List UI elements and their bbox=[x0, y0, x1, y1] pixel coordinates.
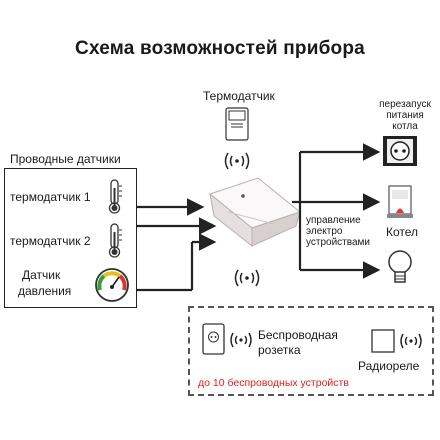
thermometer-icon bbox=[108, 179, 122, 214]
control-label-3: устройствами bbox=[306, 237, 370, 248]
pressure-sensor-label-2: давления bbox=[18, 284, 72, 298]
main-device bbox=[208, 177, 302, 248]
wired-sensors-box bbox=[4, 168, 137, 308]
wireless-devices-box bbox=[188, 306, 434, 396]
restart-label-3: котла bbox=[392, 121, 418, 132]
wifi-signal-icon bbox=[234, 269, 260, 287]
thermosensor-device bbox=[225, 107, 249, 141]
thermosensor-2-label: термодатчик 2 bbox=[10, 234, 91, 248]
wireless-socket-icon bbox=[202, 323, 225, 355]
pressure-gauge-icon bbox=[95, 268, 129, 302]
radio-relay-label: Радиореле bbox=[358, 359, 420, 373]
wifi-signal-icon bbox=[400, 333, 422, 349]
boiler-label: Котел bbox=[386, 225, 419, 239]
wifi-signal-icon bbox=[224, 152, 250, 170]
light-bulb-icon bbox=[388, 250, 412, 283]
control-label-1: управление bbox=[306, 215, 361, 226]
thermosensor-label: Термодатчик bbox=[203, 89, 275, 103]
thermosensor-1-label: термодатчик 1 bbox=[10, 190, 91, 204]
wired-arrows bbox=[137, 198, 217, 292]
wired-sensors-title: Проводные датчики bbox=[10, 152, 121, 166]
wireless-socket-label-2: розетка bbox=[258, 343, 301, 357]
control-label-2: электро bbox=[306, 226, 343, 237]
relay-icon bbox=[371, 329, 395, 353]
restart-label-2: питания bbox=[386, 110, 424, 121]
thermometer-icon bbox=[108, 223, 122, 258]
wifi-signal-icon bbox=[230, 332, 252, 348]
wireless-limit-note: до 10 беспроводных устройств bbox=[198, 377, 349, 389]
output-arrows bbox=[292, 143, 381, 279]
wireless-socket-label-1: Беспроводная bbox=[258, 328, 338, 342]
power-outlet-icon bbox=[383, 136, 417, 166]
boiler-icon bbox=[387, 185, 413, 218]
pressure-sensor-label-1: Датчик bbox=[22, 268, 61, 282]
diagram-title: Схема возможностей прибора bbox=[75, 38, 365, 59]
restart-label-1: перезапуск bbox=[379, 99, 431, 110]
